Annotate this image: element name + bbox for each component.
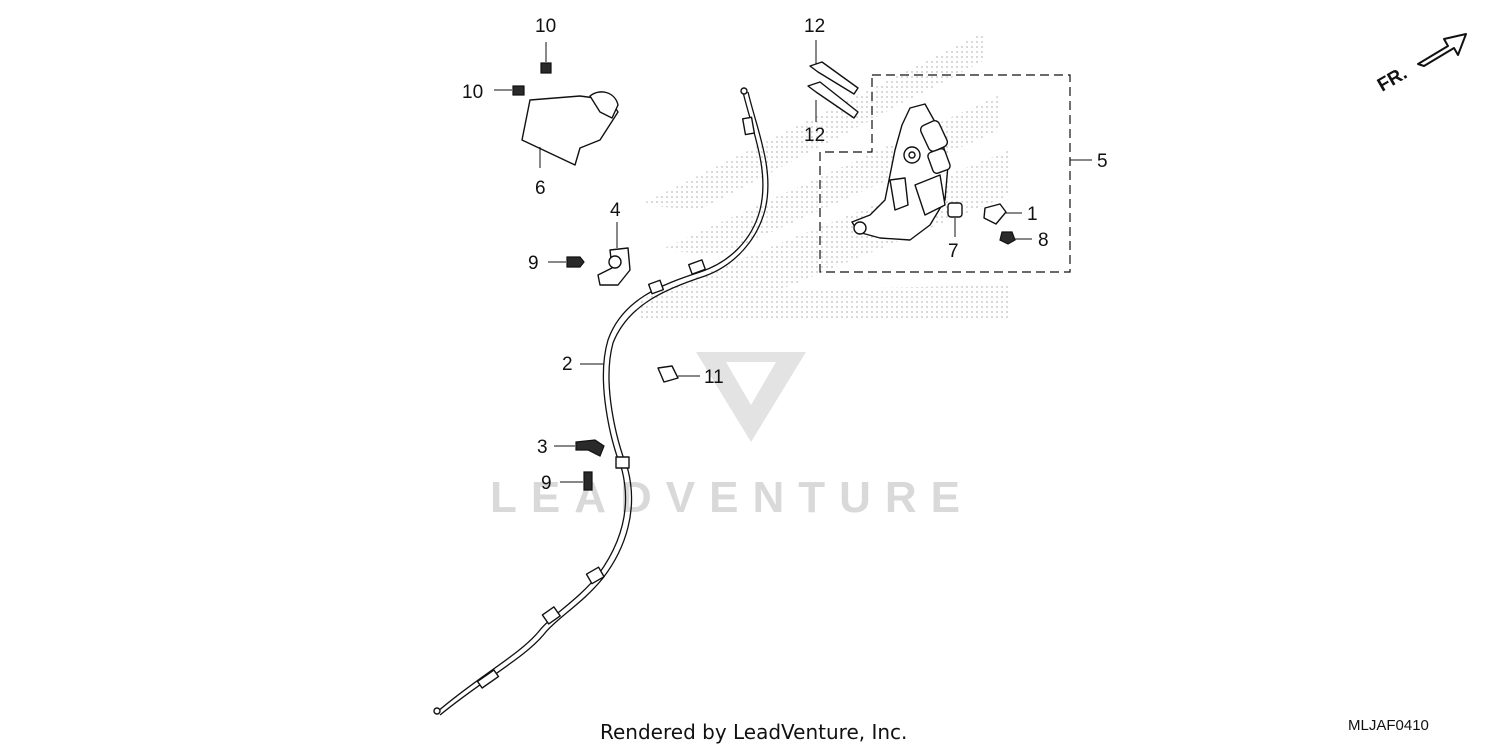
part-4-clamp-drawing <box>597 222 631 286</box>
callout-8: 8 <box>1038 230 1049 251</box>
callout-9-lower: 9 <box>541 473 552 494</box>
part-7-collar-drawing <box>947 202 963 237</box>
front-arrow-icon <box>1417 33 1467 67</box>
part-5-assembly-drawing <box>851 103 1092 241</box>
callout-1: 1 <box>1027 204 1038 225</box>
callout-3: 3 <box>537 437 548 458</box>
part-1-clip-drawing <box>983 203 1022 225</box>
diagram-code: MLJAF0410 <box>1348 717 1429 734</box>
front-direction-label: FR. <box>1374 63 1411 96</box>
callout-9-upper: 9 <box>528 253 539 274</box>
callout-10-left: 10 <box>462 82 483 103</box>
callout-11: 11 <box>704 367 724 388</box>
assembly-bracket-box <box>819 74 1071 273</box>
callout-2: 2 <box>562 354 573 375</box>
part-10-bolts-drawing <box>494 42 552 96</box>
callout-5: 5 <box>1097 151 1108 172</box>
leadventure-watermark: LEADVENTURE <box>490 352 974 522</box>
callout-4: 4 <box>610 200 621 221</box>
callout-10-top: 10 <box>535 16 556 37</box>
part-9-bolts-drawing <box>548 256 593 491</box>
rendered-by-credit: Rendered by LeadVenture, Inc. <box>600 720 907 744</box>
callout-6: 6 <box>535 178 546 199</box>
part-3-fitting-drawing <box>554 439 605 457</box>
part-12-bolts-drawing <box>807 40 859 122</box>
callout-12-top: 12 <box>804 16 825 37</box>
watermark-text: LEADVENTURE <box>490 473 974 522</box>
part-6-cover-drawing <box>521 91 619 168</box>
part-8-nut-drawing <box>999 231 1032 245</box>
callout-7: 7 <box>948 241 959 262</box>
callout-12-bottom: 12 <box>804 125 825 146</box>
part-11-clip-drawing <box>657 365 700 383</box>
part-2-cable-drawing <box>433 87 769 716</box>
front-direction-indicator: FR. <box>1374 33 1467 96</box>
leadventure-logo-mark <box>696 352 806 442</box>
